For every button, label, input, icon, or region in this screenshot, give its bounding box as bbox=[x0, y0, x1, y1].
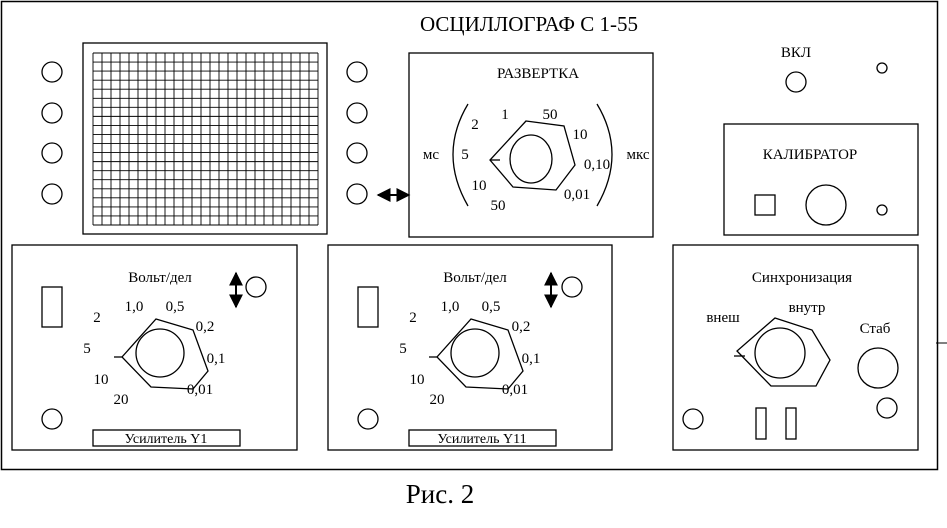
amp1-frame bbox=[11, 244, 298, 451]
amp1-label: 1,0 bbox=[125, 299, 144, 315]
knob-icon[interactable] bbox=[682, 408, 704, 430]
calibrator-frame bbox=[723, 123, 919, 236]
calibrator-title: КАЛИБРАТОР bbox=[763, 147, 858, 163]
amp1-label: 0,5 bbox=[166, 299, 185, 315]
screen-bezel bbox=[82, 42, 328, 235]
knob-icon[interactable] bbox=[41, 102, 63, 124]
amp1-label: 20 bbox=[114, 392, 129, 408]
sweep-label: 0,10 bbox=[584, 157, 610, 173]
sweep-unit-ms: мс bbox=[423, 147, 439, 163]
knob-icon[interactable] bbox=[357, 408, 379, 430]
power-label: ВКЛ bbox=[781, 45, 811, 61]
knob-icon[interactable] bbox=[41, 61, 63, 83]
sync-title: Синхронизация bbox=[752, 270, 852, 286]
amp2-label: 10 bbox=[410, 372, 425, 388]
amp2-frame bbox=[327, 244, 613, 451]
knob-icon[interactable] bbox=[41, 183, 63, 205]
figure-caption: Рис. 2 bbox=[406, 479, 474, 509]
sweep-label: 50 bbox=[543, 107, 558, 123]
screen-knob-column bbox=[346, 61, 368, 205]
sweep-unit-us: мкс bbox=[626, 147, 649, 163]
sync-stab-label: Стаб bbox=[860, 321, 891, 337]
sync-switch[interactable] bbox=[785, 407, 797, 440]
amp2-title: Вольт/дел bbox=[443, 270, 507, 286]
sweep-left-brace bbox=[452, 103, 469, 207]
sync-external-label: внеш bbox=[706, 310, 740, 326]
amp2-label: 1,0 bbox=[441, 299, 460, 315]
amp2-label: 20 bbox=[430, 392, 445, 408]
amp2-label: 0,1 bbox=[522, 351, 541, 367]
amp2-label: 0,01 bbox=[502, 382, 528, 398]
knob-icon[interactable] bbox=[346, 183, 368, 205]
sync-panel: Синхронизация внеш внутр Стаб bbox=[672, 244, 919, 451]
amp1-caption-box bbox=[92, 429, 241, 447]
sweep-frame bbox=[408, 52, 654, 238]
knob-icon[interactable] bbox=[41, 142, 63, 164]
sweep-label: 50 bbox=[491, 198, 506, 214]
amp2-label: 2 bbox=[409, 310, 417, 326]
panel-frame bbox=[0, 0, 939, 471]
amp2-input-switch[interactable] bbox=[357, 286, 379, 328]
crt-screen bbox=[82, 42, 328, 235]
sync-internal-label: внутр bbox=[789, 300, 826, 316]
sweep-label: 10 bbox=[573, 127, 588, 143]
calibrator-knob[interactable] bbox=[805, 184, 847, 226]
sweep-label: 0,01 bbox=[564, 187, 590, 203]
sweep-label: 5 bbox=[461, 147, 469, 163]
knob-icon[interactable] bbox=[41, 408, 63, 430]
sweep-dial-hexagon bbox=[489, 120, 576, 191]
sweep-label: 1 bbox=[501, 107, 509, 123]
amp2-knob[interactable] bbox=[450, 328, 500, 378]
amp1-label: 0,1 bbox=[207, 351, 226, 367]
calibrator-panel: КАЛИБРАТОР bbox=[723, 123, 919, 236]
sweep-knob[interactable] bbox=[509, 134, 553, 184]
amp1-label: 2 bbox=[93, 310, 101, 326]
amp1-input-switch[interactable] bbox=[41, 286, 63, 328]
amp1-label: 10 bbox=[94, 372, 109, 388]
left-knob-column bbox=[41, 61, 63, 205]
power-indicator-lamp bbox=[876, 62, 888, 74]
knob-icon[interactable] bbox=[561, 276, 583, 298]
screen-grid bbox=[92, 52, 319, 226]
knob-icon[interactable] bbox=[346, 102, 368, 124]
amp2-label: 0,2 bbox=[512, 319, 531, 335]
calibrator-button[interactable] bbox=[754, 194, 776, 216]
amp2-caption-box bbox=[408, 429, 557, 447]
knob-icon[interactable] bbox=[876, 397, 898, 419]
amp1-caption: Усилитель Y1 bbox=[125, 432, 208, 447]
amp1-title: Вольт/дел bbox=[128, 270, 192, 286]
sync-frame bbox=[672, 244, 919, 451]
panel-title: ОСЦИЛЛОГРАФ С 1-55 bbox=[420, 12, 638, 36]
amplifier-y11-panel: Вольт/дел 2 1,0 0,5 0,2 5 0,1 10 0,01 20… bbox=[327, 244, 613, 451]
sweep-title: РАЗВЕРТКА bbox=[497, 66, 579, 82]
sync-knob[interactable] bbox=[754, 327, 806, 379]
sync-dial-hexagon bbox=[736, 317, 831, 387]
amp2-label: 5 bbox=[399, 341, 407, 357]
amp1-label: 0,01 bbox=[187, 382, 213, 398]
amp2-label: 0,5 bbox=[482, 299, 501, 315]
amp2-caption: Усилитель Y11 bbox=[437, 432, 526, 447]
amp1-label: 0,2 bbox=[196, 319, 215, 335]
sweep-right-brace bbox=[596, 103, 613, 207]
sweep-label: 10 bbox=[472, 178, 487, 194]
stab-knob[interactable] bbox=[857, 347, 899, 389]
amp1-label: 5 bbox=[83, 341, 91, 357]
power-switch[interactable] bbox=[785, 71, 807, 93]
amplifier-y1-panel: Вольт/дел 2 1,0 0,5 0,2 5 0,1 10 0,01 20… bbox=[11, 244, 298, 451]
sweep-panel: РАЗВЕРТКА мс мкс 1 50 2 10 5 0,10 10 0,0… bbox=[408, 52, 654, 238]
amp1-knob[interactable] bbox=[135, 328, 185, 378]
calibrator-socket bbox=[876, 204, 888, 216]
knob-icon[interactable] bbox=[346, 142, 368, 164]
sync-switch[interactable] bbox=[755, 407, 767, 440]
sweep-label: 2 bbox=[471, 117, 479, 133]
knob-icon[interactable] bbox=[346, 61, 368, 83]
knob-icon[interactable] bbox=[245, 276, 267, 298]
